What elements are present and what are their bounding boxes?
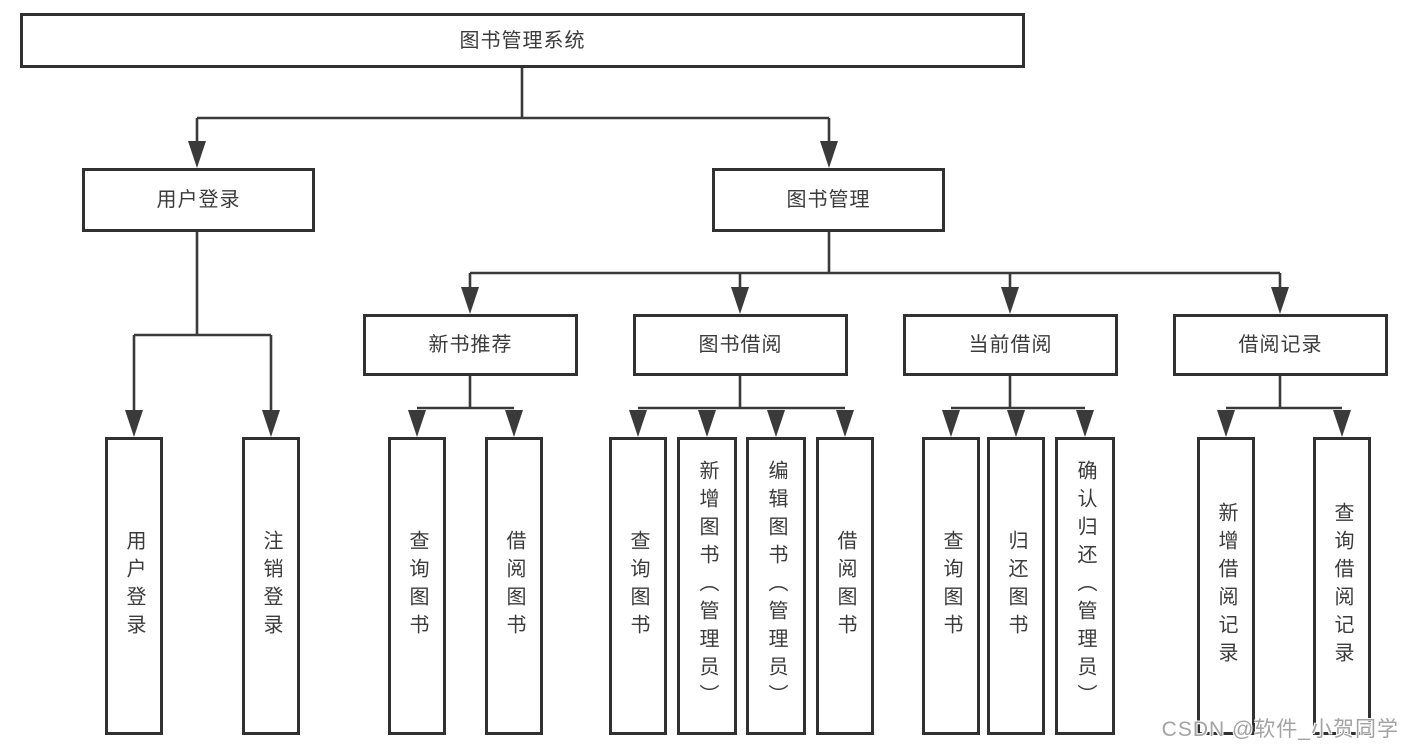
leaf-borrow-add-books-admin: 新增图书（管理员）	[677, 437, 737, 735]
node-library-management-system: 图书管理系统	[20, 13, 1025, 68]
connector-borrow-to-leaves	[638, 376, 845, 410]
node-label: 确认归还（管理员）	[1074, 460, 1096, 712]
node-label: 图书管理	[786, 189, 871, 211]
leaf-user-login: 用户登录	[105, 437, 163, 735]
node-user-login: 用户登录	[82, 168, 315, 232]
leaf-borrow-borrow-books: 借阅图书	[816, 437, 874, 735]
arrowheads-borrow-leaves	[629, 410, 854, 437]
node-new-book-recommend: 新书推荐	[363, 314, 578, 376]
arrowheads-user-leaves	[125, 410, 280, 437]
node-label: 当前借阅	[968, 334, 1053, 356]
connector-mgmt-to-level3	[468, 232, 1282, 289]
node-book-borrow: 图书借阅	[633, 314, 848, 376]
node-label: 图书借阅	[698, 334, 783, 356]
node-book-management: 图书管理	[712, 168, 945, 232]
node-label: 用户登录	[123, 530, 145, 642]
node-label: 查询借阅记录	[1331, 502, 1353, 670]
arrowheads-current-leaves	[942, 410, 1094, 437]
leaf-current-return-books: 归还图书	[987, 437, 1045, 735]
arrowheads-newbook-leaves	[408, 410, 523, 437]
node-label: 借阅图书	[503, 530, 525, 642]
node-label: 用户登录	[156, 189, 241, 211]
node-label: 查询图书	[406, 530, 428, 642]
node-label: 图书管理系统	[459, 29, 586, 52]
csdn-watermark: CSDN @软件_小贺同学	[1161, 718, 1399, 741]
leaf-borrow-query-books: 查询图书	[609, 437, 667, 735]
leaf-newbook-borrow-books: 借阅图书	[485, 437, 543, 735]
node-label: 查询图书	[940, 530, 962, 642]
leaf-current-confirm-return-admin: 确认归还（管理员）	[1055, 437, 1115, 735]
leaf-current-query-books: 查询图书	[922, 437, 980, 735]
leaf-logout: 注销登录	[242, 437, 300, 735]
node-label: 注销登录	[260, 530, 282, 642]
arrowheads-level2	[188, 141, 838, 168]
connector-root-to-level2	[195, 68, 831, 144]
arrowheads-level3	[461, 287, 1289, 314]
node-label: 借阅图书	[834, 530, 856, 642]
connector-newbook-to-leaves	[417, 376, 514, 410]
leaf-borrow-edit-books-admin: 编辑图书（管理员）	[746, 437, 806, 735]
node-label: 借阅记录	[1238, 334, 1323, 356]
node-label: 新书推荐	[428, 334, 513, 356]
node-label: 编辑图书（管理员）	[765, 460, 787, 712]
arrowheads-history-leaves	[1217, 410, 1351, 437]
node-label: 新增借阅记录	[1215, 502, 1237, 670]
connector-current-to-leaves	[951, 376, 1085, 410]
node-current-borrow: 当前借阅	[903, 314, 1118, 376]
connector-history-to-leaves	[1226, 376, 1342, 410]
node-label: 查询图书	[627, 530, 649, 642]
connector-user-to-leaves	[132, 232, 273, 412]
leaf-newbook-query-books: 查询图书	[388, 437, 446, 735]
node-label: 归还图书	[1005, 530, 1027, 642]
node-label: 新增图书（管理员）	[696, 460, 718, 712]
leaf-history-query-record: 查询借阅记录	[1313, 437, 1371, 735]
leaf-history-add-record: 新增借阅记录	[1197, 437, 1255, 735]
node-borrow-records: 借阅记录	[1173, 314, 1388, 376]
